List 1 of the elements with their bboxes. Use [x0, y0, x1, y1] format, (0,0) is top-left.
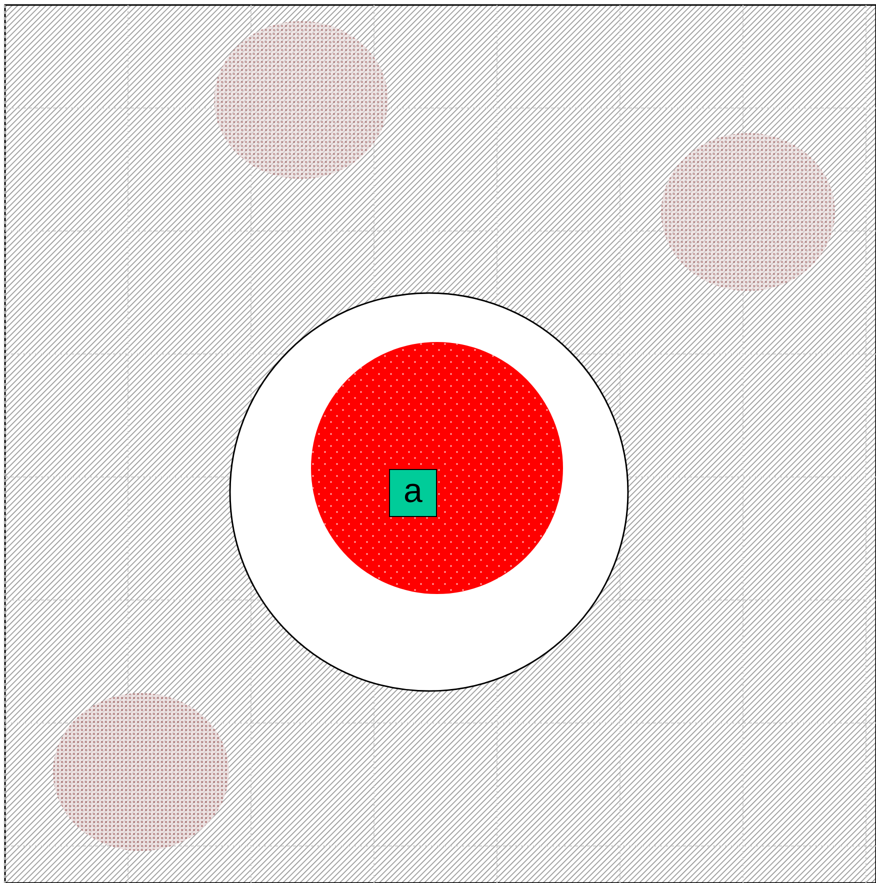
- text-box: a: [389, 469, 437, 517]
